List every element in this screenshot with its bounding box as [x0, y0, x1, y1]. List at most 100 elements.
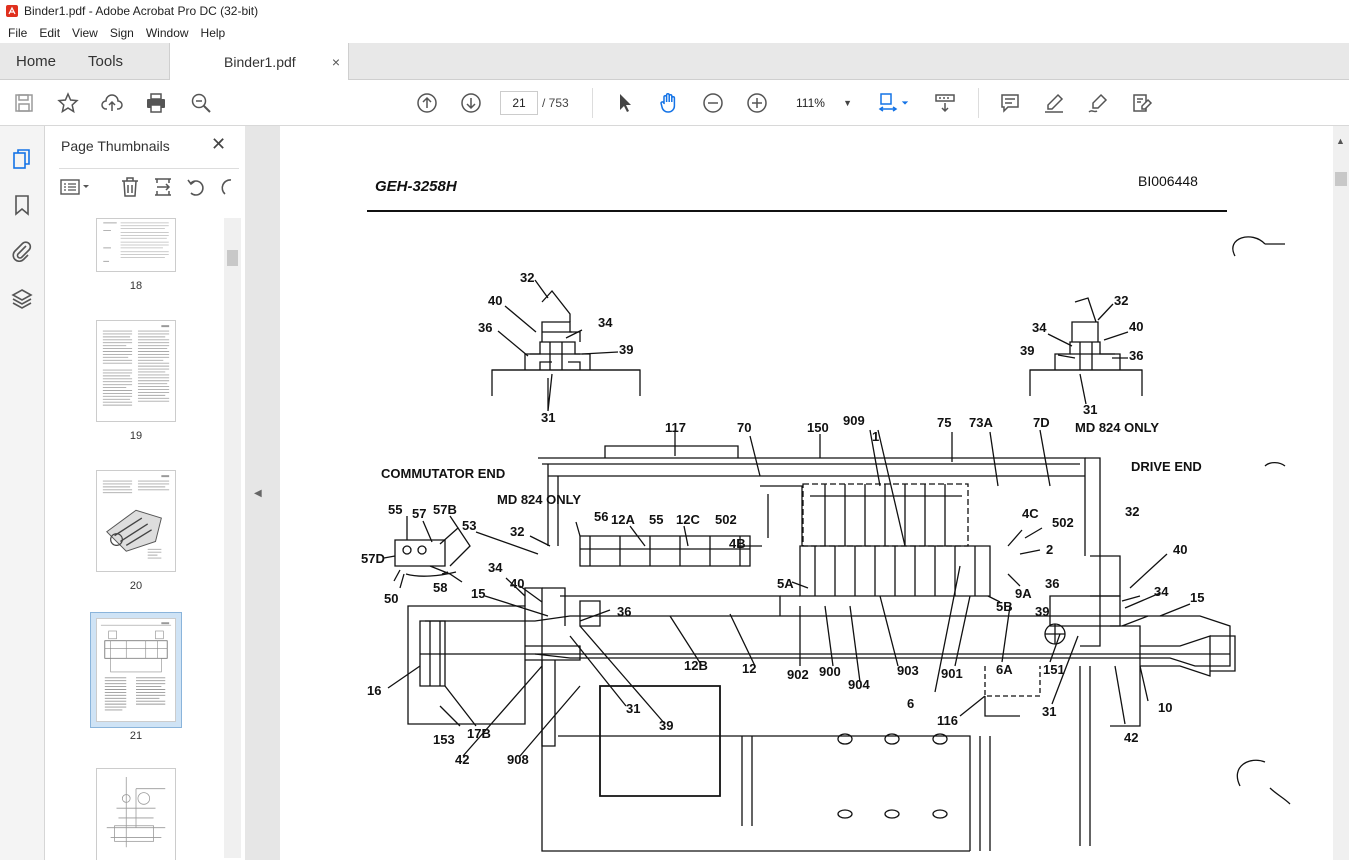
callout-label: 34 [598, 315, 613, 330]
thumbnail-page[interactable] [96, 470, 176, 572]
layers-icon[interactable] [11, 288, 35, 312]
menu-sign[interactable]: Sign [109, 25, 134, 40]
callout-label: 39 [1035, 604, 1050, 619]
callout-label: 32 [1114, 293, 1129, 308]
document-viewport[interactable]: GEH-3258H BI006448 [280, 126, 1349, 860]
thumbnail-scrollbar[interactable] [224, 218, 241, 858]
tab-tools[interactable]: Tools [88, 53, 124, 70]
collapse-panel-icon[interactable]: ◀ [254, 488, 262, 499]
hand-tool-icon[interactable] [657, 91, 681, 115]
zoom-out-icon[interactable] [701, 91, 725, 115]
callout-label: 10 [1158, 700, 1173, 715]
callout-label: 9A [1015, 586, 1032, 601]
cloud-upload-icon[interactable] [100, 91, 124, 115]
page-thumbnails-icon[interactable] [11, 148, 35, 172]
callout-label: 904 [848, 677, 870, 692]
thumbnail-page[interactable] [96, 320, 176, 422]
rotate-clockwise-icon[interactable] [217, 176, 241, 200]
callout-label: 39 [659, 718, 674, 733]
document-scrollbar-handle[interactable] [1335, 172, 1347, 186]
callout-label: 75 [937, 415, 952, 430]
callout-label: 34 [1032, 320, 1047, 335]
page-number-input[interactable]: 21 [500, 91, 538, 115]
panel-splitter[interactable]: ◀ [245, 126, 280, 860]
fill-sign-icon[interactable] [1130, 91, 1154, 115]
zoom-in-icon[interactable] [745, 91, 769, 115]
window-title: Binder1.pdf - Adobe Acrobat Pro DC (32-b… [24, 4, 259, 18]
callout-label: 16 [367, 683, 382, 698]
callout-label: 36 [478, 320, 493, 335]
callout-label: 40 [488, 293, 503, 308]
fit-page-dropdown-icon[interactable] [898, 91, 912, 115]
search-zoom-icon[interactable] [189, 91, 213, 115]
zoom-select[interactable]: 111% ▼ [790, 91, 858, 115]
callout-label: 17B [467, 726, 491, 741]
print-icon[interactable] [144, 91, 168, 115]
attachments-icon[interactable] [11, 240, 35, 264]
tab-home[interactable]: Home [16, 53, 57, 70]
document-scrollbar[interactable]: ▲ [1333, 126, 1349, 860]
delete-page-icon[interactable] [119, 176, 143, 200]
callout-label: 57B [433, 502, 457, 517]
callout-label: 909 [843, 413, 865, 428]
callout-label: 5A [777, 576, 794, 591]
callout-label: 6 [907, 696, 915, 711]
toolbar: 21 / 753 111% ▼ [0, 80, 1349, 126]
menu-help[interactable]: Help [200, 25, 226, 40]
callout-label: 73A [969, 415, 993, 430]
page-thumbnails-panel: Page Thumbnails ✕ 18 19 [45, 126, 245, 860]
menu-view[interactable]: View [72, 25, 98, 40]
comment-icon[interactable] [998, 91, 1022, 115]
thumbnail-label: 19 [129, 430, 143, 442]
callout-label: 58 [433, 580, 448, 595]
thumbnail-label: 21 [129, 730, 143, 742]
callout-label: 116 [937, 713, 958, 728]
previous-page-icon[interactable] [415, 91, 439, 115]
tab-close-icon[interactable]: × [331, 53, 341, 70]
pdf-page: GEH-3258H BI006448 [280, 126, 1333, 860]
callout-label: 7D [1033, 415, 1050, 430]
chevron-down-icon: ▼ [843, 98, 852, 108]
thumbnail-label: 18 [129, 280, 143, 292]
callout-label: 902 [787, 667, 809, 682]
draw-signature-icon[interactable] [1086, 91, 1110, 115]
callout-label: 153 [433, 732, 455, 747]
thumbnail-scrollbar-handle[interactable] [227, 250, 238, 266]
save-icon[interactable] [12, 91, 36, 115]
thumbnail-page[interactable] [96, 768, 176, 860]
caption-md824-right: MD 824 ONLY [1075, 420, 1160, 435]
callout-label: 40 [1173, 542, 1188, 557]
panel-close-icon[interactable]: ✕ [211, 134, 227, 154]
bookmarks-icon[interactable] [11, 194, 35, 218]
scroll-mode-icon[interactable] [933, 91, 957, 115]
panel-title: Page Thumbnails [61, 138, 170, 154]
highlight-pen-icon[interactable] [1042, 91, 1066, 115]
thumbnail-list[interactable]: 18 19 20 21 [45, 218, 235, 860]
menu-edit[interactable]: Edit [39, 25, 61, 40]
callout-label: 15 [471, 586, 486, 601]
rotate-counterclockwise-icon[interactable] [185, 176, 209, 200]
callout-label: 36 [1045, 576, 1060, 591]
thumbnail-page-selected[interactable] [96, 618, 176, 722]
select-cursor-icon[interactable] [613, 91, 637, 115]
extract-page-icon[interactable] [152, 176, 176, 200]
scroll-up-icon[interactable]: ▲ [1336, 136, 1345, 146]
callout-label: 31 [1083, 402, 1098, 417]
thumbnail-options-icon[interactable] [59, 176, 89, 200]
callout-label: 12B [684, 658, 708, 673]
menu-file[interactable]: File [8, 25, 28, 40]
panel-divider [59, 168, 239, 169]
document-header-code: GEH-3258H [375, 178, 457, 195]
next-page-icon[interactable] [459, 91, 483, 115]
callout-label: 12A [611, 512, 635, 527]
callout-label: 32 [520, 270, 535, 285]
callout-label: 57 [412, 506, 427, 521]
callout-label: 901 [941, 666, 963, 681]
bookmark-star-icon[interactable] [56, 91, 80, 115]
menu-window[interactable]: Window [145, 25, 189, 40]
thumbnail-page[interactable] [96, 218, 176, 272]
callout-label: 151 [1043, 662, 1065, 677]
fit-page-icon[interactable] [876, 91, 900, 115]
tab-document[interactable]: Binder1.pdf × [169, 43, 350, 80]
callout-label: 36 [1129, 348, 1144, 363]
